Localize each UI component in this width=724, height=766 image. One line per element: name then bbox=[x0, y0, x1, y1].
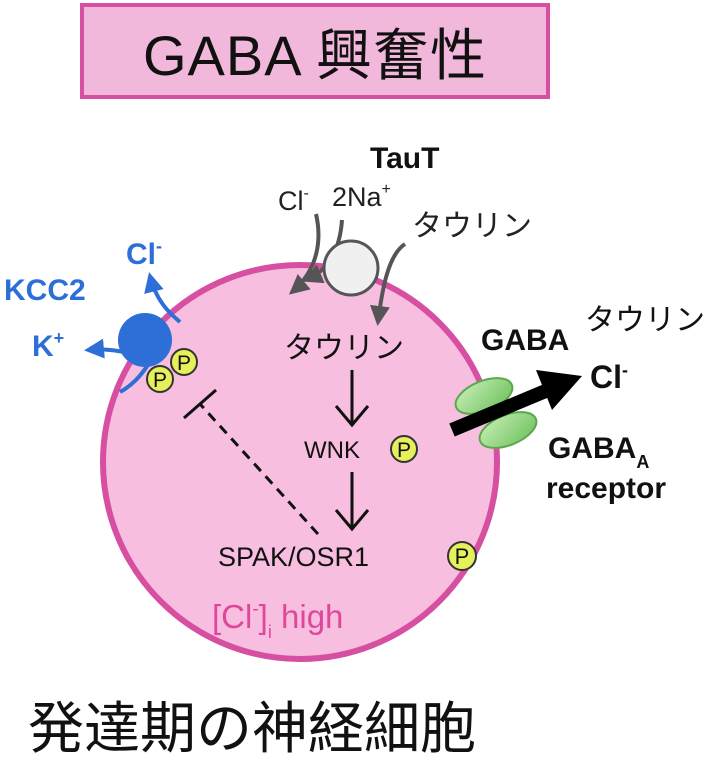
arrowhead-taurine-to-wnk bbox=[334, 405, 370, 428]
taut-transporter bbox=[322, 239, 380, 297]
inhibition-bar bbox=[183, 388, 217, 420]
kcc2-phospho-2 bbox=[170, 348, 198, 376]
pathway-taurine: タウリン bbox=[284, 332, 404, 365]
pathway-wnk: WNK bbox=[304, 437, 360, 464]
title: GABA 興奮性 bbox=[142, 23, 488, 87]
gaba-cl-efflux-arrow bbox=[449, 383, 551, 437]
kcc2-k-label: K+ bbox=[32, 328, 64, 363]
spak-phospho-label: P bbox=[455, 544, 470, 569]
taut-cl-arrow bbox=[288, 213, 321, 295]
neuron-cell bbox=[100, 262, 500, 662]
kcc2-name: KCC2 bbox=[4, 274, 86, 307]
kcc2-phospho-2-label: P bbox=[177, 352, 191, 375]
spak-phospho bbox=[447, 541, 477, 571]
arrowhead-wnk-to-spak bbox=[334, 509, 370, 532]
title-box: GABA 興奮性 bbox=[80, 3, 550, 99]
cell-cl-label: [Cl-]i high bbox=[212, 598, 343, 642]
pathway-spak: SPAK/OSR1 bbox=[218, 542, 369, 572]
kcc2-transporter bbox=[118, 313, 172, 367]
kcc2-cl-arrow bbox=[144, 272, 182, 324]
gaba-a-label: GABAA bbox=[548, 432, 649, 472]
inhibition-line bbox=[198, 402, 320, 536]
taut-taurine-arrow bbox=[370, 242, 407, 326]
wnk-phospho bbox=[390, 435, 418, 463]
gaba-label: GABA bbox=[481, 324, 569, 357]
gaba-cl-label: Cl- bbox=[590, 359, 628, 395]
receptor-label: receptor bbox=[546, 472, 666, 505]
taut-label: TauT bbox=[370, 142, 439, 175]
kcc2-cl-label: Cl- bbox=[126, 236, 162, 271]
taut-na-label: 2Na+ bbox=[332, 181, 391, 212]
wnk-phospho-label: P bbox=[397, 439, 411, 462]
taut-cl-label: Cl- bbox=[278, 185, 309, 216]
gaba-cl-arrowhead bbox=[536, 370, 582, 410]
kcc2-phospho-1-label: P bbox=[153, 369, 167, 392]
kcc2-phospho-1 bbox=[146, 365, 174, 393]
caption: 発達期の神経細胞 bbox=[28, 697, 476, 760]
gaba-taurine-label: タウリン bbox=[585, 304, 705, 337]
taut-taurine-label: タウリン bbox=[412, 210, 532, 243]
